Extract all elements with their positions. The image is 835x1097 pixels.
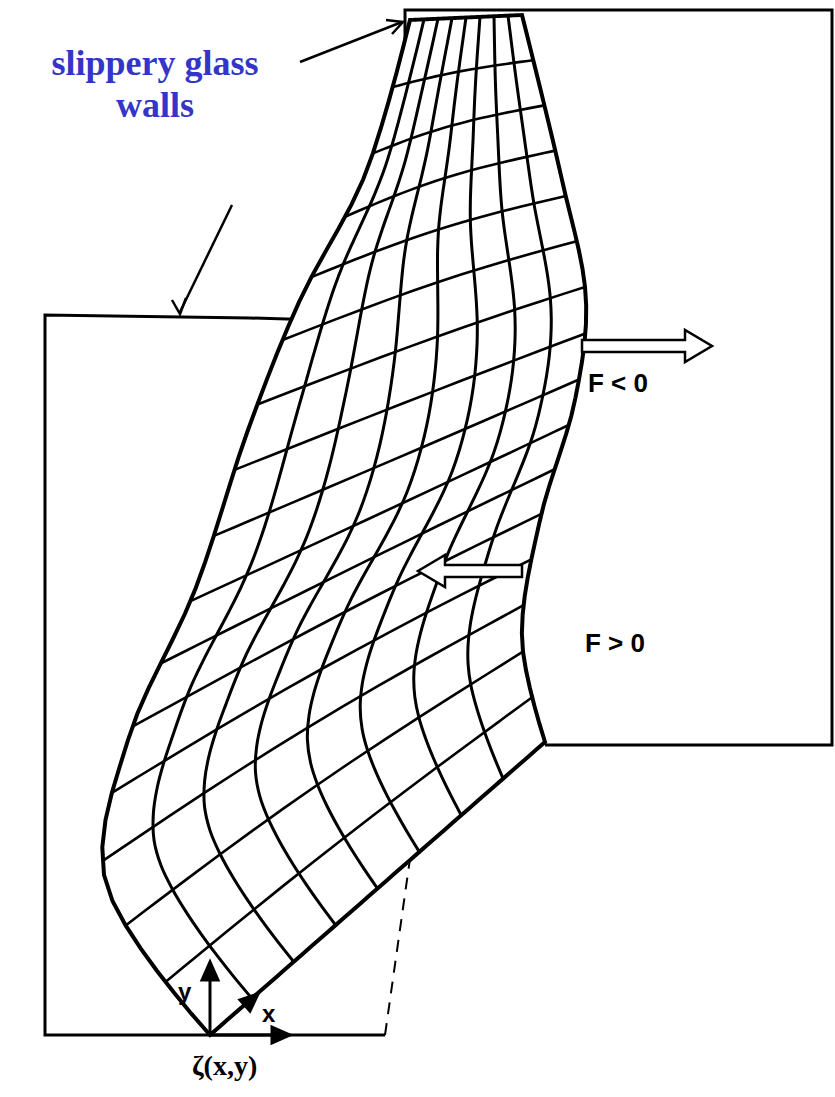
- mesh-line: [393, 60, 534, 87]
- mesh-line: [112, 559, 531, 792]
- mesh-line: [132, 514, 541, 727]
- force-arrows: [418, 330, 712, 587]
- mesh-line: [191, 425, 569, 601]
- axis-label: y: [178, 978, 191, 1006]
- zeta-axis: [210, 1034, 275, 1037]
- force-arrow: [582, 330, 712, 362]
- axis-head: [202, 962, 218, 980]
- mesh-line: [373, 105, 545, 153]
- mesh-line: [102, 605, 523, 861]
- mesh-line: [235, 333, 586, 469]
- mesh-line: [345, 151, 555, 217]
- leader-line: [300, 22, 402, 62]
- x-axis: [210, 1002, 248, 1035]
- force-label: F > 0: [585, 628, 645, 659]
- force-arrow: [418, 555, 522, 587]
- mesh-line: [255, 18, 452, 925]
- leader-line: [180, 205, 232, 312]
- leader-head: [386, 20, 403, 34]
- mesh-line: [414, 16, 515, 815]
- mesh-line: [311, 196, 565, 277]
- axis-label: ζ(x,y): [192, 1050, 257, 1082]
- wall-label: slippery glass walls: [30, 42, 280, 126]
- axes: [202, 962, 290, 1043]
- mesh-line: [161, 469, 555, 663]
- axis-label: x: [262, 1000, 275, 1028]
- mesh-line: [257, 287, 585, 405]
- axis-head: [272, 1027, 290, 1043]
- mesh-line: [153, 19, 424, 998]
- mesh-surface: [102, 15, 586, 1035]
- sheet-outline: [102, 15, 586, 1035]
- leader-head: [172, 298, 186, 314]
- y-axis: [209, 975, 212, 1035]
- mesh-line: [283, 241, 577, 340]
- glass-walls: [45, 10, 832, 1035]
- axis-head: [240, 994, 258, 1011]
- force-label: F < 0: [588, 368, 648, 399]
- mesh-line: [166, 697, 533, 982]
- mesh-line: [126, 652, 523, 926]
